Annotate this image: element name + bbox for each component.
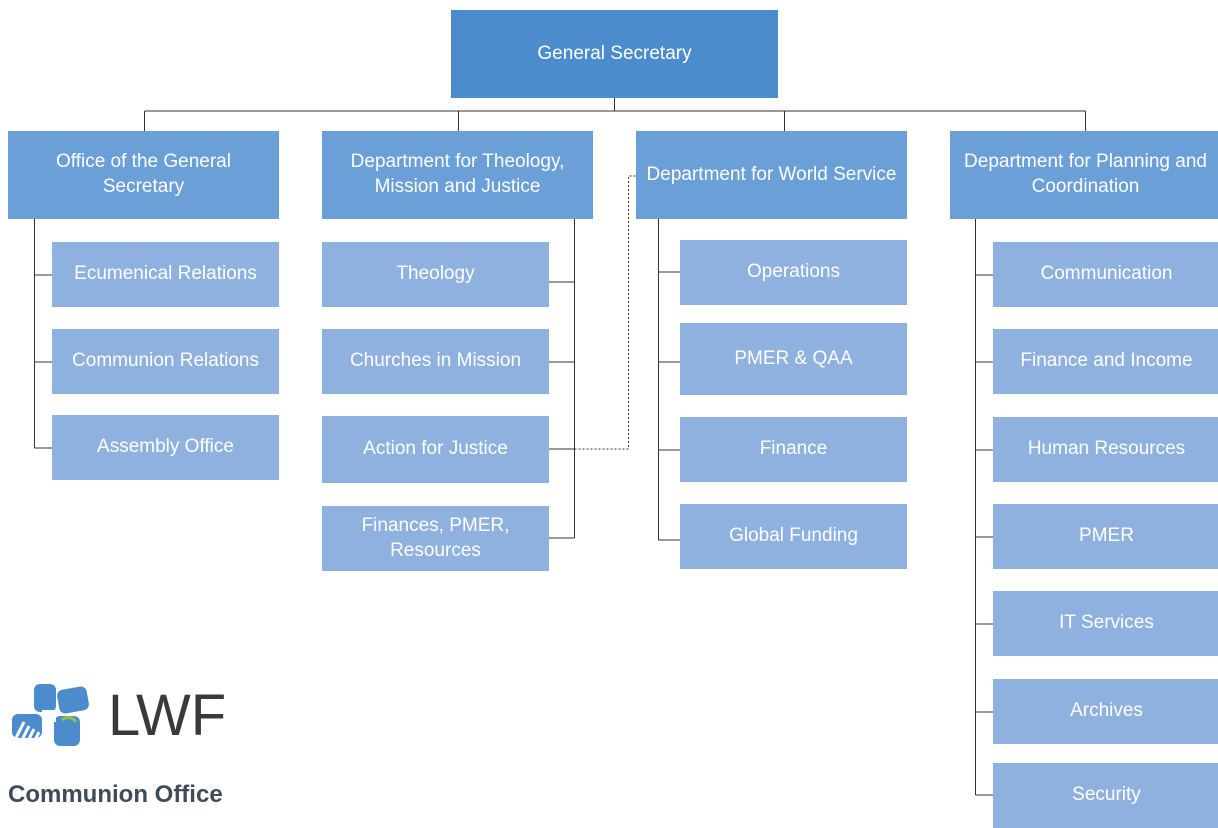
dept-planning-coordination: Department for Planning and Coordination [950, 131, 1218, 219]
unit-it-services: IT Services [993, 591, 1218, 656]
unit-churches-in-mission: Churches in Mission [322, 329, 549, 394]
dept-label: Department for Theology, Mission and Jus… [350, 151, 565, 197]
unit-label: Theology [396, 263, 475, 285]
dept-label: Office of the General Secretary [56, 151, 231, 197]
unit-label: Finance and Income [1020, 350, 1193, 372]
dept-office-general-secretary: Office of the General Secretary [8, 131, 279, 219]
unit-operations: Operations [680, 240, 907, 305]
unit-finances-pmer-resources: Finances, PMER, Resources [322, 506, 549, 571]
unit-label: Global Funding [729, 525, 858, 547]
dept-label: Department for Planning and Coordination [964, 151, 1207, 197]
unit-pmer: PMER [993, 504, 1218, 569]
unit-label: PMER & QAA [734, 347, 853, 369]
unit-label: Communion Relations [72, 350, 259, 372]
unit-communion-relations: Communion Relations [52, 329, 279, 394]
unit-label: Communication [1040, 263, 1173, 285]
unit-label: Operations [747, 261, 840, 283]
unit-assembly-office: Assembly Office [52, 415, 279, 480]
dept-world-service: Department for World Service [636, 131, 907, 219]
unit-archives: Archives [993, 679, 1218, 744]
unit-human-resources: Human Resources [993, 417, 1218, 482]
lwf-logo-icon [12, 684, 89, 749]
communion-office-label: Communion Office [8, 781, 223, 808]
unit-global-funding: Global Funding [680, 504, 907, 569]
unit-label: Finance [759, 438, 828, 460]
unit-finance-and-income: Finance and Income [993, 329, 1218, 394]
dept-label: Department for World Service [646, 163, 897, 185]
unit-label: Finances, PMER, Resources [361, 514, 510, 561]
unit-label: Ecumenical Relations [74, 263, 257, 285]
general-secretary-label: General Secretary [537, 42, 692, 64]
unit-ecumenical-relations: Ecumenical Relations [52, 242, 279, 307]
unit-label: Security [1072, 784, 1141, 806]
unit-security: Security [993, 763, 1218, 828]
unit-label: PMER [1079, 525, 1134, 547]
unit-theology: Theology [322, 242, 549, 307]
unit-communication: Communication [993, 242, 1218, 307]
lwf-logo-text: LWF [108, 683, 227, 748]
unit-label: Archives [1070, 700, 1143, 722]
unit-pmer-qaa: PMER & QAA [680, 323, 907, 395]
unit-label: IT Services [1059, 612, 1154, 634]
unit-finance: Finance [680, 417, 907, 482]
unit-label: Action for Justice [363, 438, 508, 460]
dept-theology-mission-justice: Department for Theology, Mission and Jus… [322, 131, 593, 219]
lwf-logo: LWF [10, 682, 240, 752]
general-secretary-box: General Secretary [451, 10, 778, 98]
unit-label: Churches in Mission [349, 350, 522, 372]
unit-label: Human Resources [1027, 438, 1186, 460]
unit-label: Assembly Office [97, 436, 234, 458]
unit-action-for-justice: Action for Justice [322, 416, 549, 483]
